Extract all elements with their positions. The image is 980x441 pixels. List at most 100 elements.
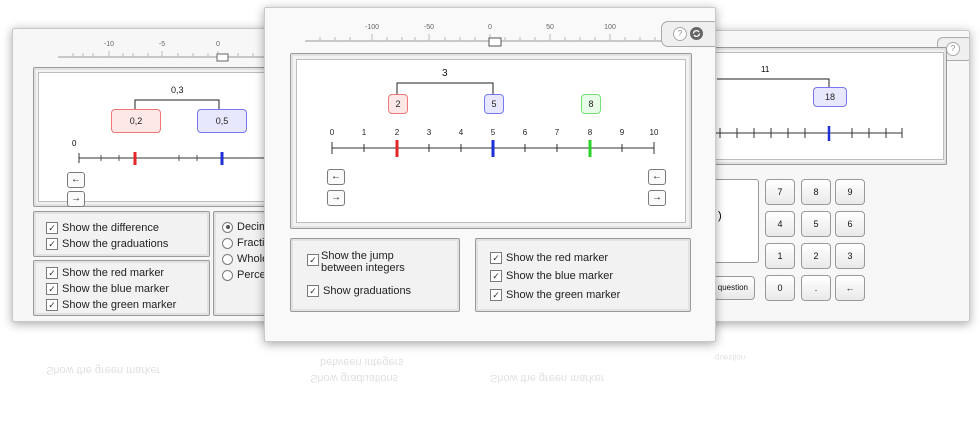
show-red-marker-option[interactable]: ✓ Show the red marker — [46, 267, 164, 279]
main-refresh-icon[interactable] — [690, 27, 703, 40]
main-top-ruler — [305, 34, 665, 47]
show-blue-marker-checkbox[interactable]: ✓ — [46, 283, 58, 295]
main-show-green-marker-option[interactable]: ✓ Show the green marker — [490, 289, 620, 301]
format-percent-option[interactable]: Percen — [222, 269, 272, 281]
axis-label-10: 10 — [649, 128, 659, 137]
main-show-red-marker-option[interactable]: ✓ Show the red marker — [490, 252, 608, 264]
show-graduations-option[interactable]: ✓ Show the graduations — [46, 238, 168, 250]
main-ruler-slider[interactable] — [488, 37, 502, 47]
reflection-main-green: Show the green marker — [490, 372, 605, 384]
main-show-blue-marker-label: Show the blue marker — [506, 270, 613, 282]
main-number-line-area: 3 2 5 8 0 1 2 3 4 5 — [296, 59, 686, 223]
main-show-graduations-option[interactable]: ✓ Show graduations — [307, 285, 411, 297]
main-jump-value: 3 — [442, 68, 448, 79]
main-number-line — [331, 82, 655, 157]
left-jump-bracket — [78, 99, 281, 165]
main-right-move-right-button[interactable]: → — [648, 190, 666, 206]
show-blue-marker-label: Show the blue marker — [62, 283, 169, 295]
new-question-label: question — [717, 283, 748, 292]
show-green-marker-option[interactable]: ✓ Show the green marker — [46, 299, 176, 311]
left-blue-value-box[interactable]: 0,5 — [197, 109, 247, 133]
main-red-value-box[interactable]: 2 — [388, 94, 408, 114]
key-6[interactable]: 6 — [835, 211, 865, 237]
show-difference-label: Show the difference — [62, 222, 160, 234]
axis-label-5: 5 — [490, 128, 496, 137]
format-whole-option[interactable]: Whole — [222, 253, 268, 265]
main-left-move-left-button[interactable]: ← — [327, 169, 345, 185]
show-red-marker-label: Show the red marker — [62, 267, 165, 279]
left-display-options-panel: ✓ Show the difference ✓ Show the graduat… — [33, 211, 210, 257]
main-show-blue-marker-option[interactable]: ✓ Show the blue marker — [490, 270, 613, 282]
main-blue-value-box[interactable]: 5 — [484, 94, 504, 114]
key-3[interactable]: 3 — [835, 243, 865, 269]
key-7[interactable]: 7 — [765, 179, 795, 205]
key-decimal[interactable]: . — [801, 275, 831, 301]
key-backspace[interactable]: ← — [835, 275, 865, 301]
left-top-ruler — [58, 51, 281, 62]
answer-display-text: ) — [718, 210, 722, 222]
main-left-move-right-button[interactable]: → — [327, 190, 345, 206]
right-number-line-window: ? 11 18 ) 7 8 9 4 5 6 1 2 3 0 . ← qu — [700, 30, 970, 322]
main-display-options-panel: ✓ Show the jump between integers ✓ Show … — [290, 238, 460, 312]
format-whole-radio[interactable] — [222, 253, 233, 265]
main-ruler-label-m100: -100 — [364, 24, 380, 31]
key-2[interactable]: 2 — [801, 243, 831, 269]
key-5[interactable]: 5 — [801, 211, 831, 237]
axis-label-9: 9 — [619, 128, 625, 137]
left-move-left-button[interactable]: ← — [67, 172, 85, 188]
format-fraction-radio[interactable] — [222, 237, 233, 249]
main-right-move-left-button[interactable]: ← — [648, 169, 666, 185]
key-0[interactable]: 0 — [765, 275, 795, 301]
right-help-icon[interactable]: ? — [946, 42, 960, 56]
show-jump-checkbox[interactable]: ✓ — [307, 254, 319, 266]
axis-label-3: 3 — [426, 128, 432, 137]
right-jump-value: 11 — [761, 65, 770, 74]
key-8[interactable]: 8 — [801, 179, 831, 205]
left-ruler-slider[interactable] — [216, 53, 229, 62]
main-show-graduations-checkbox[interactable]: ✓ — [307, 285, 319, 297]
show-red-marker-checkbox[interactable]: ✓ — [46, 267, 58, 279]
reflection-green-marker: Show the green marker — [46, 364, 161, 376]
axis-label-2: 2 — [394, 128, 400, 137]
main-help-tab: ? — [661, 21, 715, 47]
left-card-reflection: Show the green marker — [30, 322, 270, 382]
left-ruler-label-1: -10 — [103, 41, 115, 48]
main-number-line-window: -100 -50 0 50 100 ? 3 — [264, 7, 716, 342]
format-decimal-radio[interactable] — [222, 221, 233, 233]
main-green-value-box[interactable]: 8 — [581, 94, 601, 114]
left-move-right-button[interactable]: → — [67, 191, 85, 207]
main-show-green-marker-checkbox[interactable]: ✓ — [490, 289, 502, 301]
right-card-reflection: question — [715, 330, 875, 370]
show-difference-option[interactable]: ✓ Show the difference — [46, 222, 159, 234]
left-ruler-label-2: -5 — [158, 41, 166, 48]
show-graduations-checkbox[interactable]: ✓ — [46, 238, 58, 250]
reflection-question: question — [715, 353, 746, 362]
right-number-line — [701, 78, 903, 141]
format-percent-radio[interactable] — [222, 269, 233, 281]
left-ruler-label-3: 0 — [216, 41, 220, 48]
main-show-graduations-label: Show graduations — [323, 285, 412, 297]
key-1[interactable]: 1 — [765, 243, 795, 269]
key-4[interactable]: 4 — [765, 211, 795, 237]
show-green-marker-checkbox[interactable]: ✓ — [46, 299, 58, 311]
main-show-red-marker-checkbox[interactable]: ✓ — [490, 252, 502, 264]
key-9[interactable]: 9 — [835, 179, 865, 205]
format-fraction-label: Fractio — [237, 237, 271, 249]
main-help-icon[interactable]: ? — [673, 27, 687, 41]
right-blue-value-box[interactable]: 18 — [813, 87, 847, 107]
left-red-value-box[interactable]: 0,2 — [111, 109, 161, 133]
show-green-marker-label: Show the green marker — [62, 299, 177, 311]
left-axis-zero-label: 0 — [72, 139, 77, 148]
show-difference-checkbox[interactable]: ✓ — [46, 222, 58, 234]
axis-label-0: 0 — [329, 128, 335, 137]
show-blue-marker-option[interactable]: ✓ Show the blue marker — [46, 283, 169, 295]
main-card-reflection: Show graduations between integers Show t… — [290, 350, 690, 410]
format-percent-label: Percen — [237, 269, 272, 281]
format-fraction-option[interactable]: Fractio — [222, 237, 271, 249]
main-marker-options-panel: ✓ Show the red marker ✓ Show the blue ma… — [475, 238, 691, 312]
axis-label-6: 6 — [522, 128, 528, 137]
main-show-red-marker-label: Show the red marker — [506, 252, 609, 264]
main-show-blue-marker-checkbox[interactable]: ✓ — [490, 270, 502, 282]
left-number-line-window: -10 -5 0 0,3 0,2 0,5 0 ← → ✓ Show the di… — [12, 28, 282, 322]
main-show-green-marker-label: Show the green marker — [506, 289, 621, 301]
